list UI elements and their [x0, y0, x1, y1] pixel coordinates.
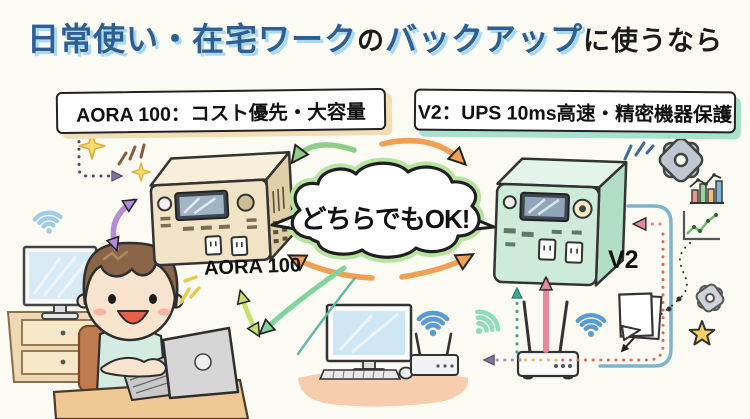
title-segment-accent-2: バックアップ — [385, 21, 584, 57]
arrow-purple-double — [105, 198, 138, 253]
wifi-icon-top-left — [32, 210, 63, 234]
dotted-curve-decoration — [640, 242, 691, 332]
star-icon — [688, 320, 716, 346]
arrow-green-to-aora — [290, 142, 357, 165]
arrow-mint-to-laptop — [258, 265, 357, 356]
arrow-orange-double-bottom — [286, 253, 476, 281]
gear-icon-large — [658, 137, 704, 183]
document-icon — [618, 292, 663, 353]
connector-red-dotted — [560, 232, 665, 362]
title-segment-plain-2: に使うなら — [583, 26, 724, 56]
aora-device — [149, 151, 295, 267]
gear-icon-small — [695, 283, 725, 313]
emphasis-marks-laptop — [179, 275, 201, 304]
page-title: 日常使い・在宅ワークのバックアップに使うなら — [0, 14, 750, 60]
sparkle-icon-2 — [131, 162, 151, 182]
line-chart-icon — [682, 211, 720, 241]
aora-label-box: AORA 100：コスト優先・大容量 — [55, 87, 387, 135]
v2-label-box: V2：UPS 10ms高速・精密機器保護 — [413, 88, 737, 134]
bar-chart-icon — [689, 173, 724, 204]
arrow-yellowgreen-double — [236, 288, 261, 338]
title-segment-accent-1: 日常使い・在宅ワーク — [26, 21, 357, 57]
sparkle-icon-1 — [78, 132, 106, 160]
v2-device-label: V2 — [608, 246, 639, 274]
boy-arms — [100, 356, 167, 378]
arrow-slate-dotted-box-to-aora — [77, 132, 124, 182]
emphasis-marks-aora — [117, 143, 146, 166]
middle-monitor-icon — [325, 303, 413, 375]
wifi-icon-teal — [475, 309, 501, 335]
left-monitor-icon — [22, 245, 98, 320]
middle-desk — [298, 371, 469, 407]
aora-device-label: AORA 100 — [203, 254, 302, 280]
speech-bubble — [270, 157, 496, 263]
speech-bubble-text: どちらでもOK! — [300, 204, 471, 234]
keyboard-icon — [318, 369, 402, 380]
emphasis-marks-v2 — [623, 141, 655, 161]
v2-device — [493, 157, 628, 287]
wifi-icon-right — [575, 313, 607, 338]
title-segment-plain-1: の — [357, 26, 385, 56]
arrow-orange-to-v2 — [379, 137, 468, 167]
wifi-icon-middle — [416, 310, 450, 337]
connector-blue-line — [598, 204, 673, 368]
router-middle-icon — [410, 332, 459, 376]
